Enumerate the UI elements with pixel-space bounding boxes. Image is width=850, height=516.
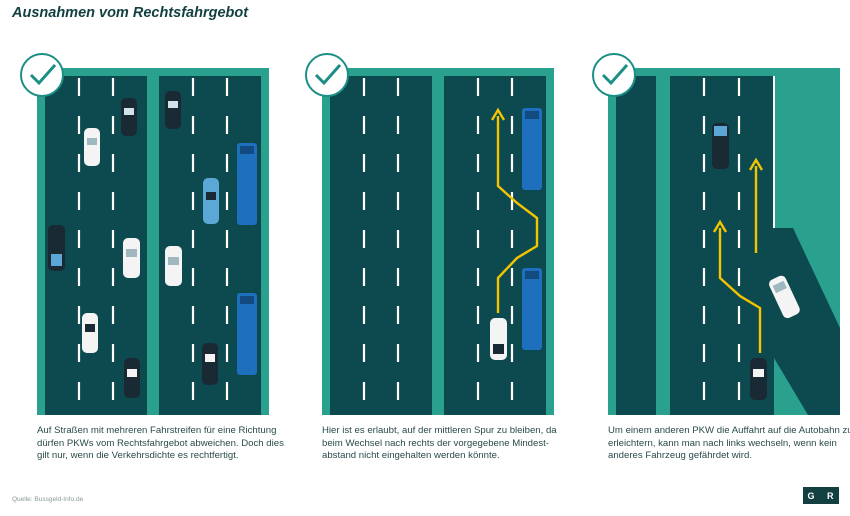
checkmark-badge-3 xyxy=(592,53,636,97)
caption-line: Um einem anderen PKW die Auffahrt auf di… xyxy=(608,425,850,436)
road-illustration-2 xyxy=(322,68,554,415)
source-note: Quelle: Bussgeld-Info.de xyxy=(12,496,84,503)
panel-caption-3: Um einem anderen PKW die Auffahrt auf di… xyxy=(608,425,850,463)
car xyxy=(769,275,800,319)
truck xyxy=(522,268,542,350)
checkmark-icon xyxy=(29,64,57,86)
truck xyxy=(237,293,257,375)
checkmark-icon xyxy=(601,64,629,86)
road-illustration-1 xyxy=(37,68,269,415)
brand-logo: G R xyxy=(803,487,839,504)
car xyxy=(123,238,140,278)
checkmark-icon xyxy=(314,64,342,86)
car xyxy=(165,91,181,129)
car xyxy=(121,98,137,136)
car xyxy=(84,128,100,166)
path-arrow xyxy=(496,116,539,313)
panel-caption-2: Hier ist es erlaubt, auf der mittleren S… xyxy=(322,425,557,463)
truck xyxy=(237,143,257,225)
checkmark-badge-2 xyxy=(305,53,349,97)
checkmark-badge-1 xyxy=(20,53,64,97)
caption-line: abstand nicht eingehalten werden könnte. xyxy=(322,450,500,462)
road-illustration-3 xyxy=(608,68,840,415)
illustration-panel-3 xyxy=(608,68,840,415)
page-title: Ausnahmen vom Rechtsfahrgebot xyxy=(12,5,249,21)
caption-line: anderes Fahrzeug gefährdet wird. xyxy=(608,450,752,462)
car xyxy=(165,246,182,286)
car xyxy=(82,313,98,353)
caption-line: Hier ist es erlaubt, auf der mittleren S… xyxy=(322,425,557,436)
car xyxy=(48,225,65,271)
caption-line: erleichtern, kann man nach links wechsel… xyxy=(608,437,837,449)
panel-caption-1: Auf Straßen mit mehreren Fahrstreifen fü… xyxy=(37,425,284,463)
car xyxy=(750,358,767,400)
caption-line: dürfen PKWs vom Rechtsfahrgebot abweiche… xyxy=(37,437,284,449)
illustration-panel-2 xyxy=(322,68,554,415)
car xyxy=(712,123,729,169)
illustration-panel-1 xyxy=(37,68,269,415)
truck xyxy=(522,108,542,190)
caption-line: beim Wechsel nach rechts der vorgegebene… xyxy=(322,437,549,449)
car xyxy=(124,358,140,398)
caption-line: Auf Straßen mit mehreren Fahrstreifen fü… xyxy=(37,425,277,436)
car xyxy=(490,318,507,360)
car xyxy=(202,343,218,385)
car xyxy=(203,178,219,224)
caption-line: gilt nur, wenn die Verkehrsdichte es rec… xyxy=(37,450,239,462)
path-arrow xyxy=(718,228,762,353)
